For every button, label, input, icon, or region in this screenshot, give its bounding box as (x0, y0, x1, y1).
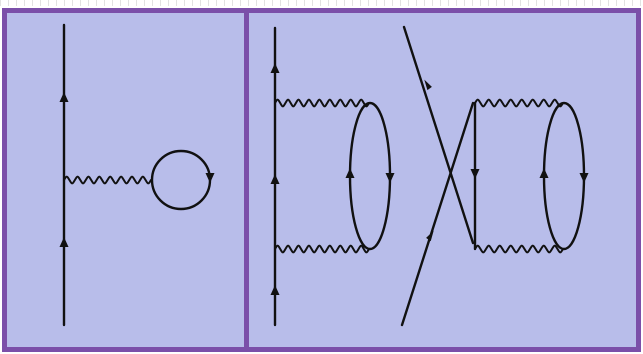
fermion-arrow-upper (59, 92, 69, 102)
fermion-line-crossing-lower (400, 101, 475, 327)
fermion-arrow-lower (59, 237, 69, 247)
panel-background (249, 13, 636, 347)
photon-propagator-lower (474, 244, 564, 254)
loop-arrow-left (345, 168, 355, 178)
direct-and-exchange-diagram-panel (244, 8, 641, 352)
fermion-arrow-vertical (470, 169, 480, 179)
fermion-arrow-bottom (270, 285, 280, 295)
photon-propagator-lower (274, 244, 370, 254)
direct-and-exchange-diagram (249, 13, 636, 347)
loop-arrow-left (539, 168, 549, 178)
fermion-arrow-crossing-lower (426, 230, 434, 242)
loop-arrow-right (385, 173, 395, 183)
loop-arrow (205, 173, 215, 183)
loop-arrow-right (579, 173, 589, 183)
fermion-arrow-crossing-upper (424, 79, 432, 91)
photon-propagator (63, 175, 152, 185)
fermion-line-crossing-upper (402, 25, 475, 245)
panel-background (7, 13, 244, 347)
photon-propagator-upper (474, 98, 564, 108)
fermion-arrow-top (270, 63, 280, 73)
photon-propagator-upper (274, 98, 370, 108)
tadpole-diagram-panel (2, 8, 249, 352)
tadpole-diagram (7, 13, 244, 347)
fermion-arrow-middle (270, 174, 280, 184)
